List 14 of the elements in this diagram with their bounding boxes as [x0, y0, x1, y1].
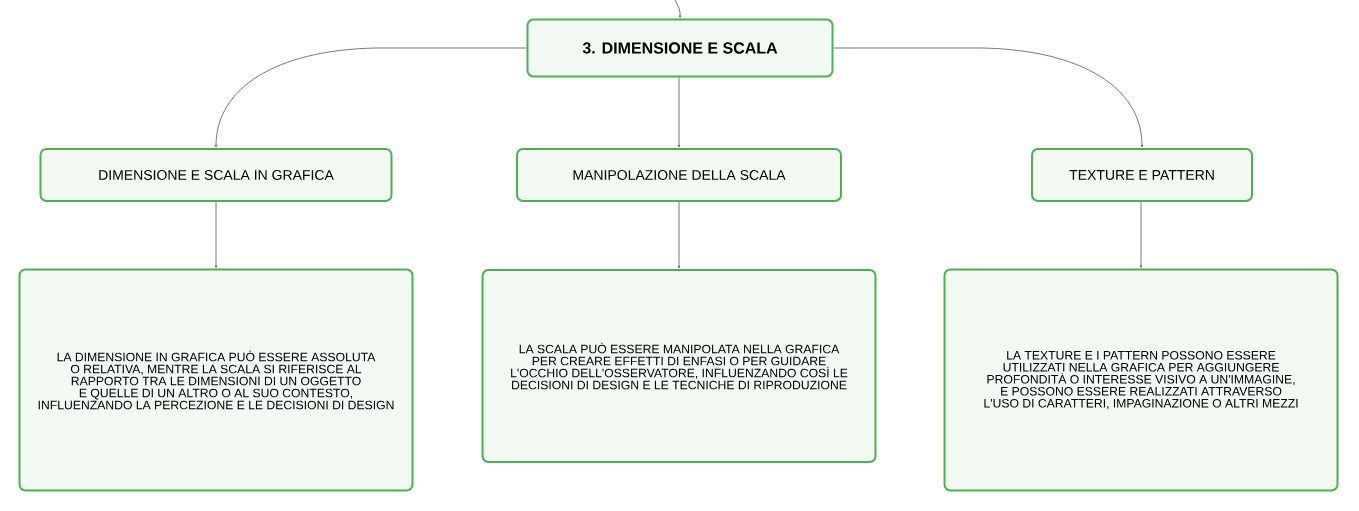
arrow	[677, 201, 681, 269]
subtopic-box: TEXTURE E PATTERN	[1031, 148, 1253, 202]
arrow	[677, 77, 681, 148]
arrow	[833, 47, 1144, 148]
description-box: LA TEXTURE E I PATTERN POSSONO ESSERE UTILIZZATI NELLA GRAFICA PER AGGIUNGERE PROFONDITÀ O INTERESSE VISIVO A UN'IMMAGINE, E POSSONO ESSERE REALIZZATI ATTRAVERSO L'USO DI CARATTERI, IMPAGINAZIONE O ALTRI MEZZI	[943, 268, 1339, 492]
subtopic-box: MANIPOLAZIONE DELLA SCALA	[516, 148, 842, 202]
arrow	[674, 0, 682, 18]
arrow	[1139, 201, 1143, 268]
arrow	[214, 47, 527, 148]
arrow	[214, 201, 218, 268]
description-box: LA DIMENSIONE IN GRAFICA PUÒ ESSERE ASSOLUTA O RELATIVA, MENTRE LA SCALA SI RIFERISCE AL RAPPORTO TRA LE DIMENSIONI DI UN OGGETTO E QUELLE DI UN ALTRO O AL SUO CONTESTO, INFLUENZANDO LA PERCEZIONE E LE DECISIONI DI DESIGN	[18, 268, 414, 492]
description-box: LA SCALA PUÒ ESSERE MANIPOLATA NELLA GRAFICA PER CREARE EFFETTI DI ENFASI O PER GUIDARE L'OCCHIO DELL'OSSERVATORE, INFLUENZANDO COSÌ LE DECISIONI DI DESIGN E LE TECNICHE DI RIPRODUZIONE	[481, 269, 877, 463]
topic-box: 3. DIMENSIONE E SCALA	[526, 18, 834, 78]
subtopic-box: DIMENSIONE E SCALA IN GRAFICA	[39, 148, 393, 202]
